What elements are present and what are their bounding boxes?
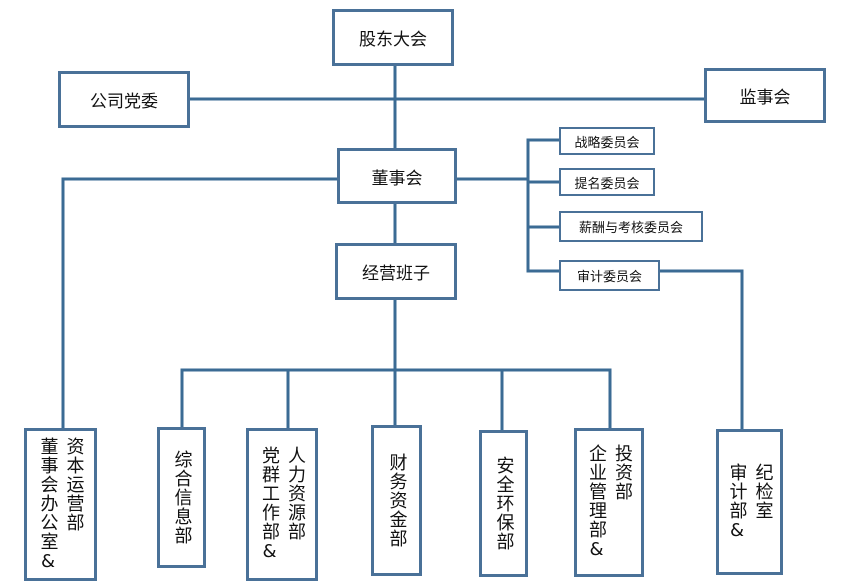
node-label: 监事会 (739, 88, 791, 108)
node-label: 董事会办公室& (37, 436, 59, 573)
node-label: 资本运营部 (63, 436, 85, 532)
node-label: 战略委员会 (574, 135, 640, 151)
node-capital-ops-and-board-office: 资本运营部 董事会办公室& (24, 428, 97, 581)
node-management-team: 经营班子 (335, 243, 457, 300)
node-party-committee: 公司党委 (58, 71, 190, 128)
node-hr-and-party-affairs-dept: 人力资源部 党群工作部& (246, 428, 318, 581)
node-label: 综合信息部 (171, 450, 193, 545)
node-discipline-and-audit-dept: 纪检室 审计部& (716, 429, 783, 575)
node-compensation-committee: 薪酬与考核委员会 (559, 211, 703, 242)
node-label: 党群工作部& (259, 446, 280, 563)
node-safety-environment-dept: 安全环保部 (479, 430, 528, 577)
node-board-of-directors: 董事会 (337, 148, 457, 204)
node-label: 企业管理部& (586, 444, 607, 561)
node-nomination-committee: 提名委员会 (559, 168, 655, 196)
node-label: 提名委员会 (574, 176, 640, 192)
node-label: 经营班子 (362, 264, 430, 284)
node-label: 审计部& (726, 462, 748, 542)
node-audit-committee: 审计委员会 (559, 260, 660, 291)
node-label: 公司党委 (90, 92, 158, 112)
node-label: 薪酬与考核委员会 (578, 221, 683, 236)
node-general-info-dept: 综合信息部 (157, 427, 206, 568)
node-finance-dept: 财务资金部 (371, 425, 422, 576)
node-label: 审计委员会 (576, 270, 642, 285)
node-supervisory-board: 监事会 (704, 68, 826, 123)
node-label: 财务资金部 (386, 453, 408, 548)
node-label: 纪检室 (752, 462, 774, 520)
node-label: 安全环保部 (493, 456, 515, 551)
node-strategy-committee: 战略委员会 (559, 127, 655, 155)
node-shareholders-meeting: 股东大会 (332, 9, 454, 66)
node-investment-and-management-dept: 投资部 企业管理部& (574, 428, 644, 577)
node-label: 人力资源部 (285, 446, 306, 541)
node-label: 董事会 (371, 168, 423, 189)
node-label: 投资部 (612, 444, 633, 501)
node-label: 股东大会 (359, 30, 427, 50)
